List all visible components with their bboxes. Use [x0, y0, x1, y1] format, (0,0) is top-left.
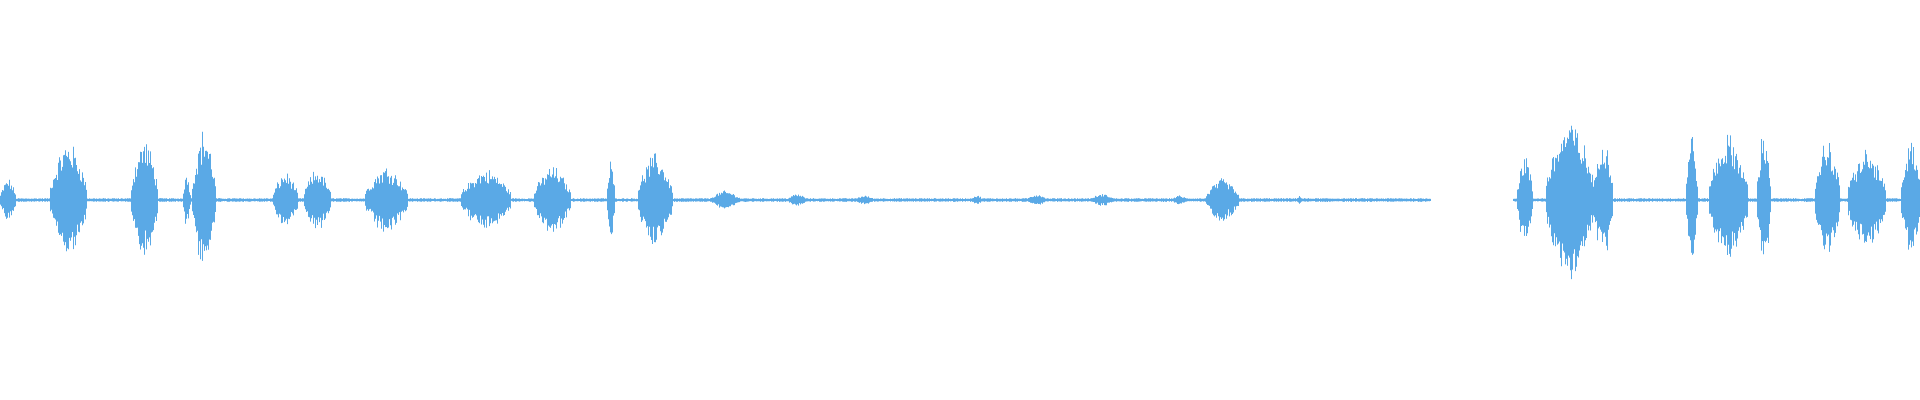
- waveform-bars: [0, 125, 1920, 280]
- waveform-path: [0, 125, 1920, 280]
